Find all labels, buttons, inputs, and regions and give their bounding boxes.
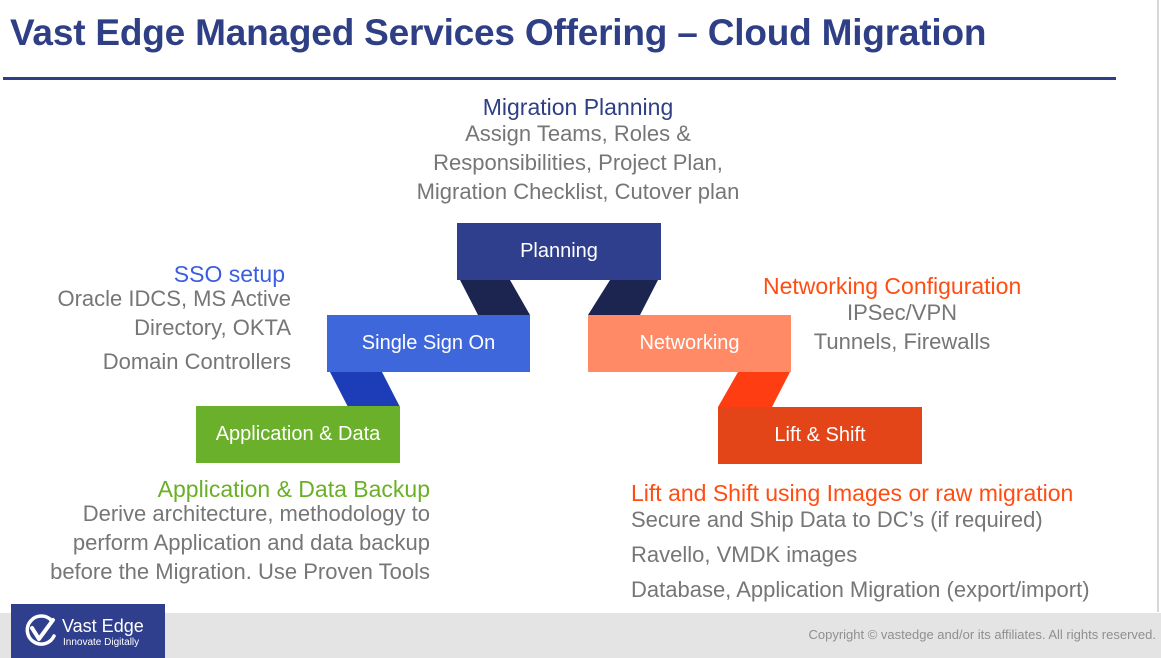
lift-shift-line: Secure and Ship Data to DC’s (if require… [631,507,1043,532]
logo-tagline: Innovate Digitally [63,637,140,648]
connector-networking-liftshift [718,372,790,407]
sso-line: Directory, OKTA [134,315,291,340]
logo-name: Vast Edge [62,616,144,636]
lift-shift-line: Database, Application Migration (export/… [631,577,1090,602]
sso-setup-heading: SSO setup [173,261,285,287]
lift-shift-line: Ravello, VMDK images [631,542,858,567]
lift-shift-heading: Lift and Shift using Images or raw migra… [631,480,1074,506]
connector-planning-networking [588,280,658,315]
planning-step-box: Planning [457,223,661,280]
migration-planning-description: Assign Teams, Roles & Responsibilities, … [330,119,826,206]
networking-line: Tunnels, Firewalls [813,329,991,354]
sso-domain-controllers: Domain Controllers [102,349,291,374]
vast-edge-logo: Vast Edge Innovate Digitally [11,604,165,658]
vast-edge-v-check-icon [25,614,56,646]
connector-planning-sso [460,280,530,315]
page-title: Vast Edge Managed Services Offering – Cl… [10,12,987,53]
app-backup-line: Derive architecture, methodology to [82,501,430,526]
copyright-notice: Copyright © vastedge and/or its affiliat… [808,627,1156,642]
title-underline [3,77,1116,80]
migration-planning-line: Assign Teams, Roles & [465,121,691,146]
networking-step-box: Networking [588,315,791,372]
networking-line: IPSec/VPN [846,300,958,325]
app-data-backup-heading: Application & Data Backup [157,476,430,502]
migration-planning-heading: Migration Planning [482,94,674,120]
networking-configuration-description: IPSec/VPN Tunnels, Firewalls [780,298,1024,356]
sso-line: Oracle IDCS, MS Active [57,286,291,311]
connector-sso-app [330,372,400,407]
networking-configuration-heading: Networking Configuration [763,273,1022,299]
migration-planning-line: Responsibilities, Project Plan, [433,150,723,175]
migration-planning-line: Migration Checklist, Cutover plan [416,179,740,204]
sso-setup-description: Oracle IDCS, MS Active Directory, OKTA [57,284,291,342]
app-data-backup-description: Derive architecture, methodology to perf… [50,499,430,586]
slide-edge-divider [1157,0,1159,612]
app-backup-line: before the Migration. Use Proven Tools [50,559,430,584]
single-sign-on-step-box: Single Sign On [327,315,530,372]
lift-shift-step-box: Lift & Shift [718,407,922,464]
app-backup-line: perform Application and data backup [72,530,430,555]
application-data-step-box: Application & Data [196,406,400,463]
footer-bar [0,613,1161,658]
